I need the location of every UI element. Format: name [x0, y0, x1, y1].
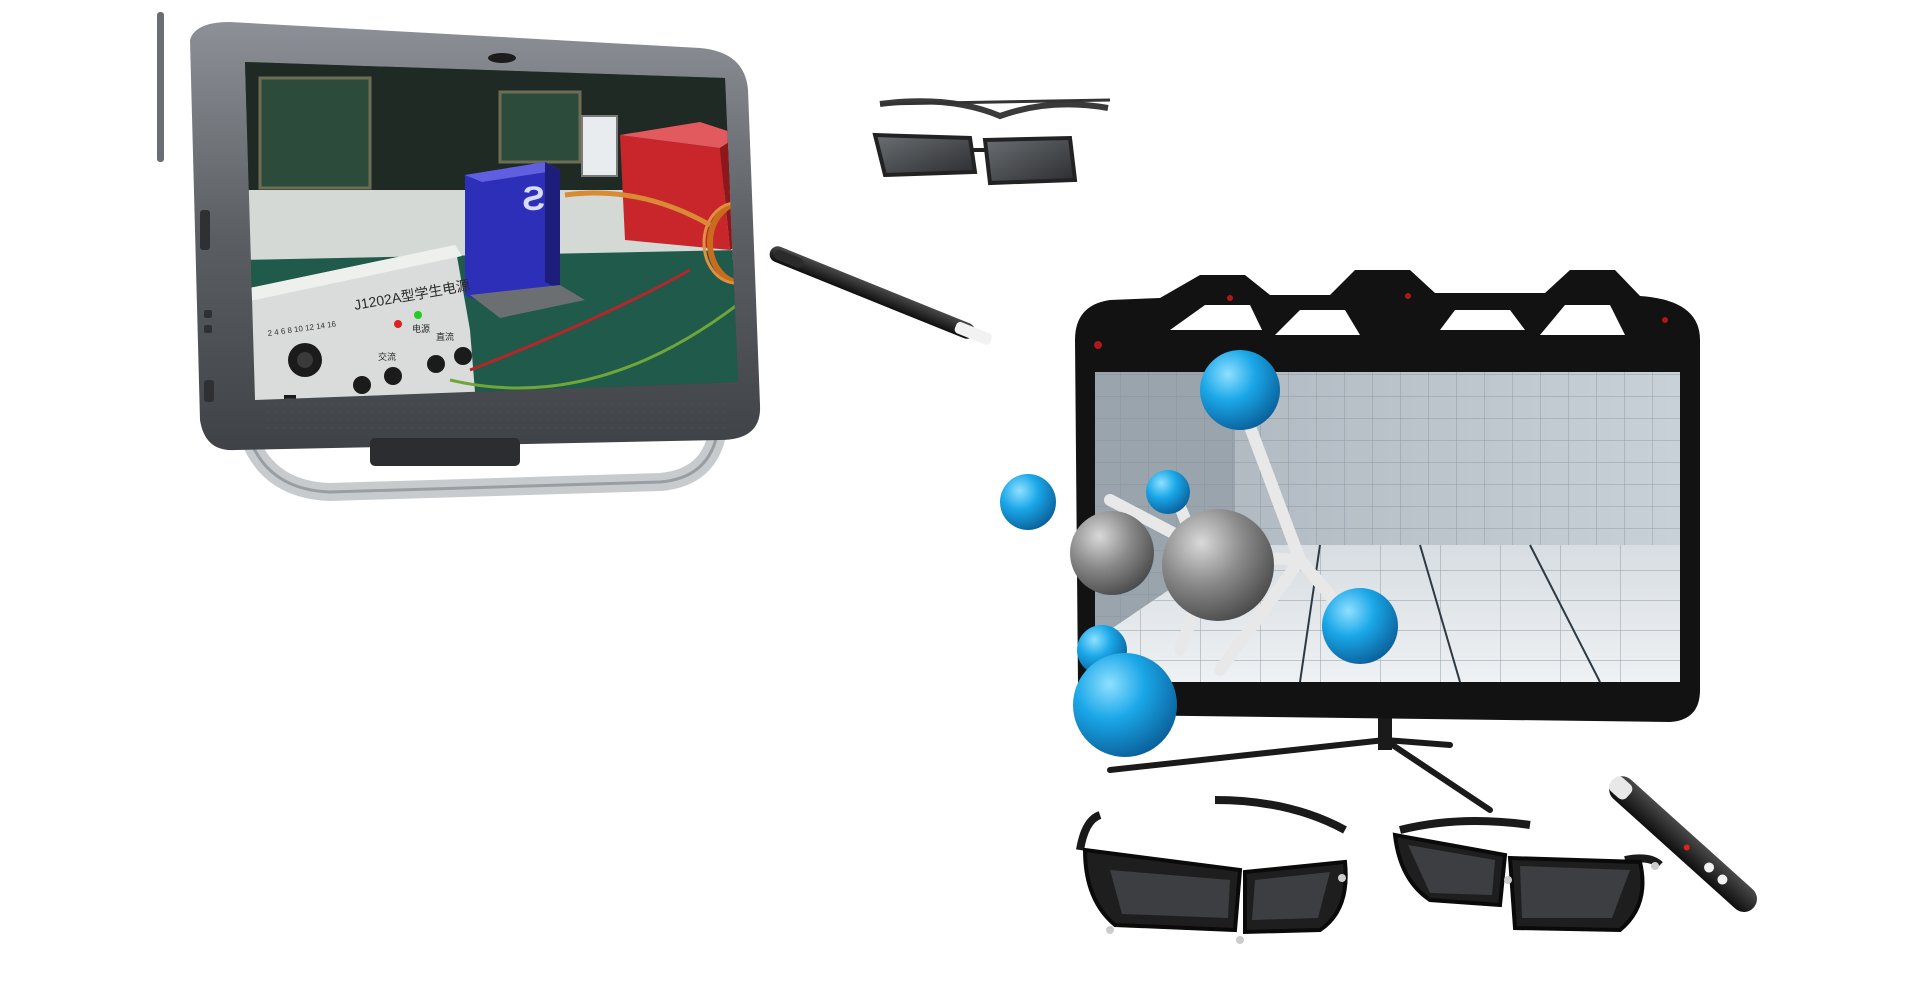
terminal-knob-icon: [427, 355, 445, 373]
pen-button-icon: [1704, 862, 1715, 873]
green-wire: [449, 258, 738, 390]
power-box-indicator-label: 电源: [412, 323, 430, 334]
power-box-ac-label: 交流: [378, 351, 396, 362]
glasses-3d-bottom-right: [1392, 817, 1663, 933]
hydrogen-atom: [1073, 653, 1177, 757]
carbon-atom: [1162, 509, 1274, 621]
monitor-feet: [1107, 737, 1493, 813]
magnet-s: S: [465, 162, 585, 318]
stylus-pen-interactive: [1608, 776, 1757, 912]
stylus-pen: [769, 246, 992, 345]
molecule-model: [1000, 350, 1398, 757]
terminal-knob-icon: [454, 347, 472, 365]
hydrogen-atom: [1200, 350, 1280, 430]
hydrogen-atom: [1146, 470, 1190, 514]
power-switch-icon: [284, 395, 296, 400]
glasses-3d-top: [872, 98, 1111, 186]
glasses-3d-bottom-left: [1076, 796, 1348, 944]
hydrogen-atom: [1000, 474, 1056, 530]
pen-led-icon: [1683, 844, 1690, 851]
carbon-atom: [1070, 511, 1154, 595]
antenna: [157, 12, 164, 162]
sensor-icon: [1662, 317, 1668, 323]
terminal-knob-icon: [384, 367, 402, 385]
sensor-icon: [1227, 295, 1233, 301]
power-supply-box: J1202A型学生电源 电源 2 4 6 8 10 12 14 16 交流 直流…: [245, 245, 475, 400]
power-indicator-red-icon: [394, 320, 402, 328]
left-monitor: S N J1202A型学生电源 电源: [157, 12, 761, 502]
terminal-knob-icon: [353, 376, 371, 394]
pen-button-icon: [1717, 874, 1728, 885]
sensor-icon: [1405, 293, 1411, 299]
monitor-screen: S N J1202A型学生电源 电源: [245, 62, 738, 400]
webcam-icon: [488, 53, 516, 63]
hydrogen-atom: [1322, 588, 1398, 664]
red-wire: [469, 268, 691, 372]
power-indicator-green-icon: [414, 311, 422, 319]
power-box-dc-label: 直流: [436, 331, 454, 342]
magnet-s-letter: S: [522, 180, 545, 218]
sensor-icon: [1094, 341, 1102, 349]
